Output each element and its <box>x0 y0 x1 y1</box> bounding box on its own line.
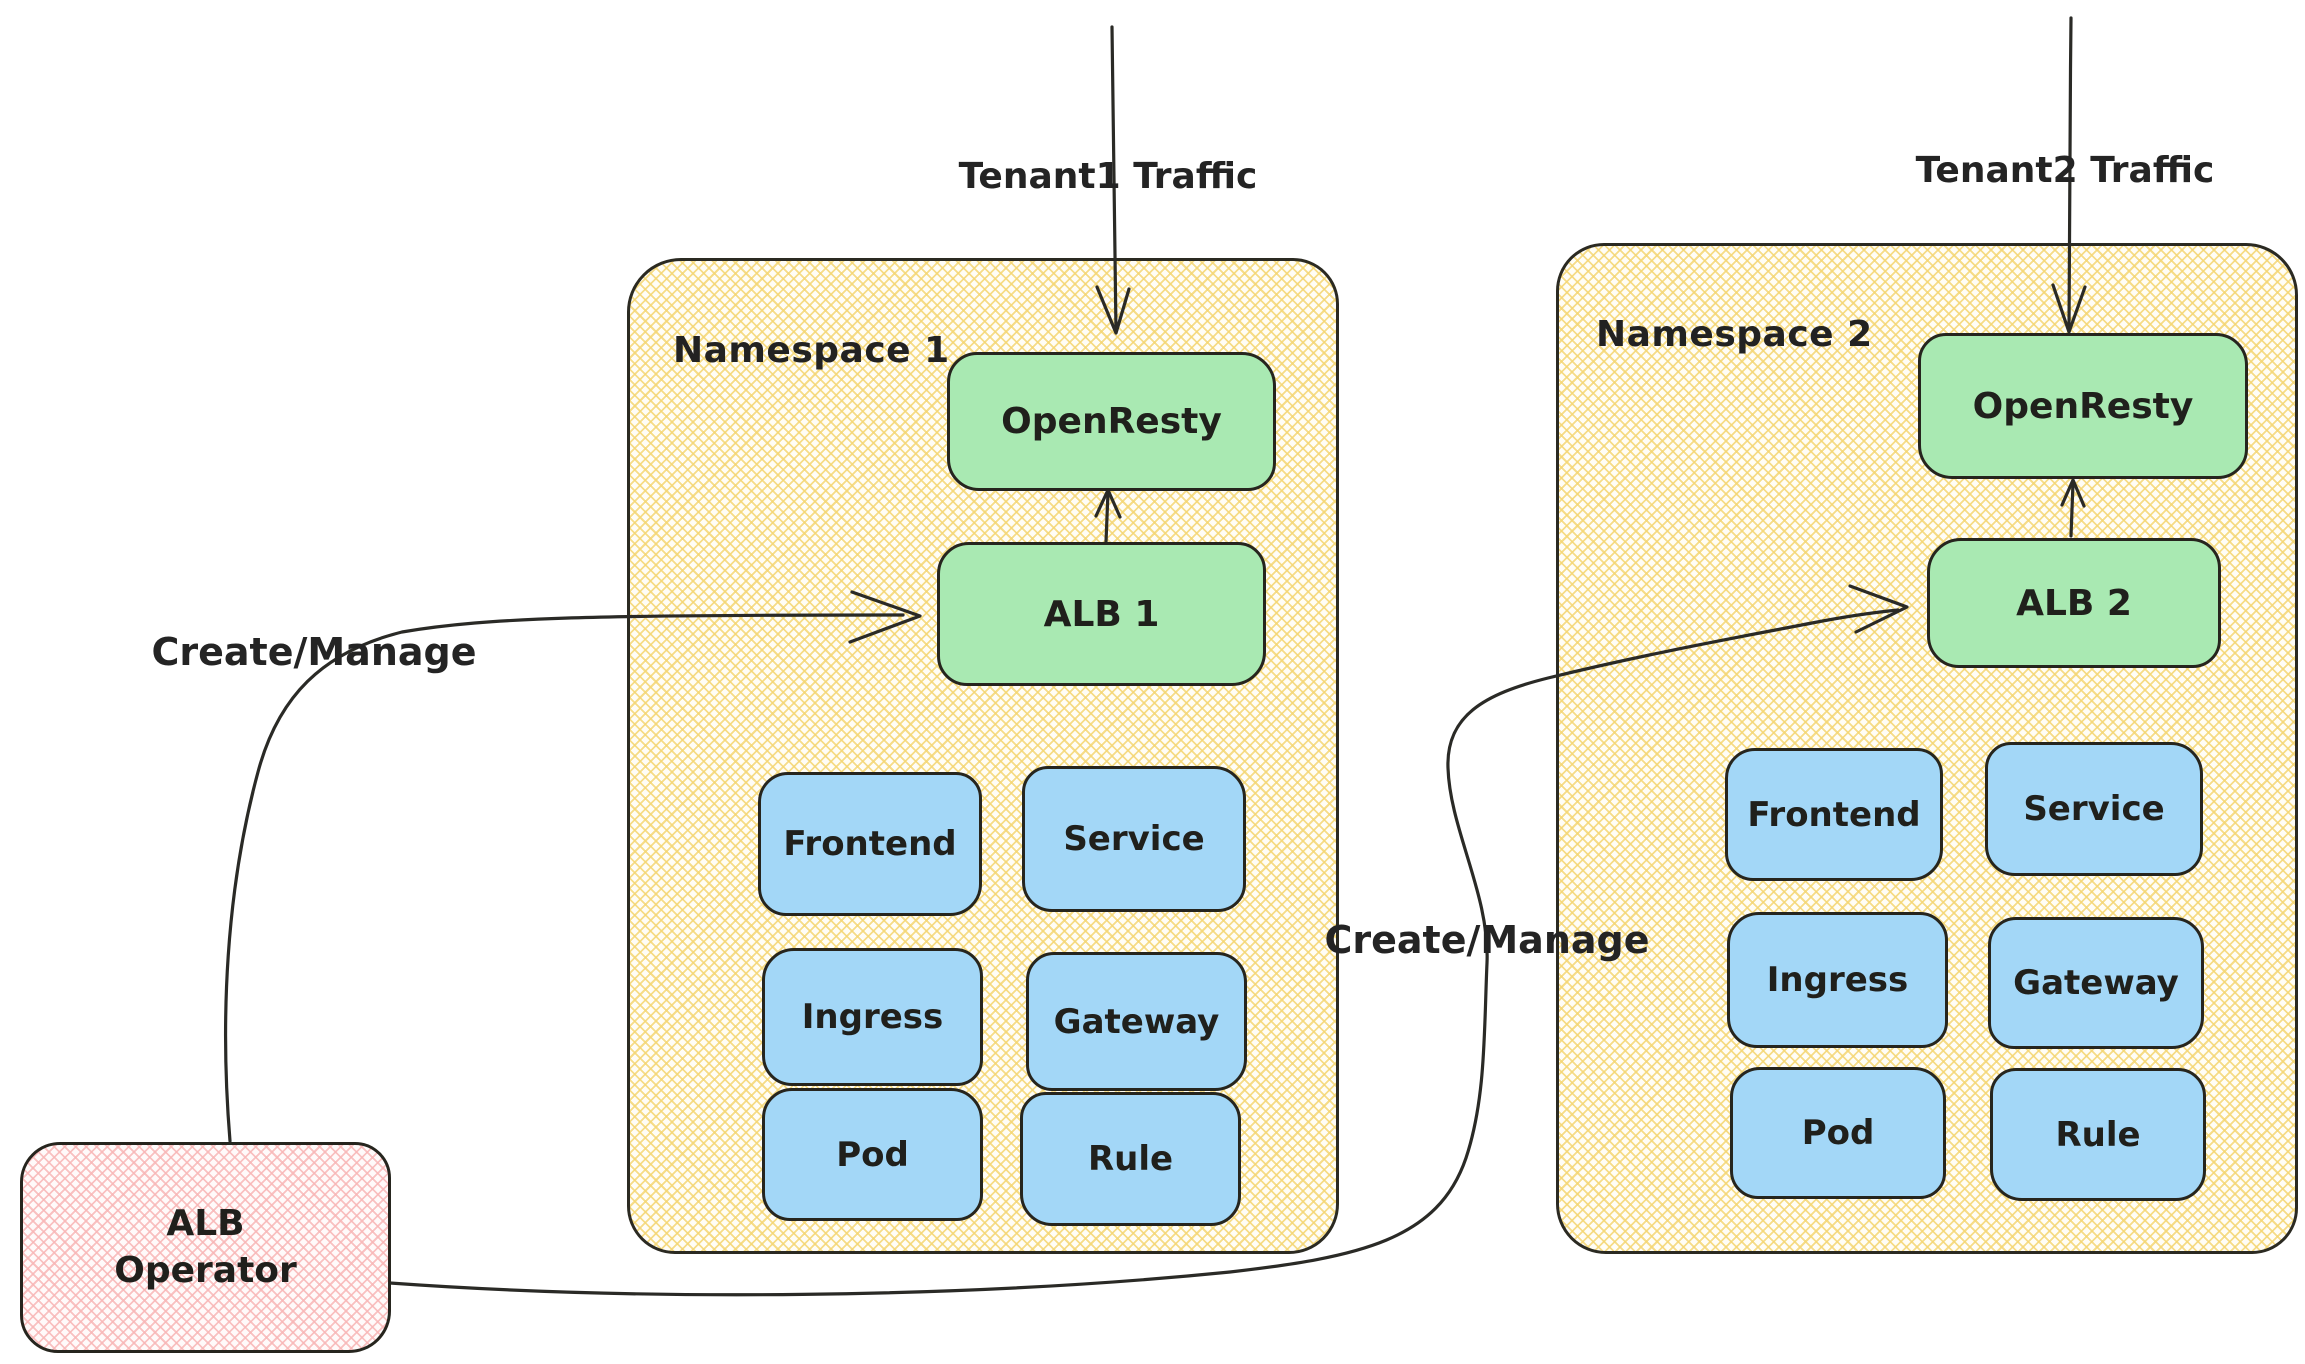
node-ingress-ns1: Ingress <box>762 948 983 1086</box>
node-frontend-ns2: Frontend <box>1725 748 1943 881</box>
edge-label-create-manage-left: Create/Manage <box>151 630 477 674</box>
node-pod-ns1: Pod <box>762 1088 983 1221</box>
namespace-2-label: Namespace 2 <box>1596 314 1873 355</box>
node-gateway-ns1: Gateway <box>1026 952 1247 1091</box>
node-rule-ns1: Rule <box>1020 1092 1241 1226</box>
alb-operator-label-line2: Operator <box>114 1249 297 1291</box>
alb-operator-label-line1: ALB <box>166 1202 245 1244</box>
node-service-ns1: Service <box>1022 766 1246 912</box>
node-frontend-ns1: Frontend <box>758 772 982 916</box>
edge-label-create-manage-right: Create/Manage <box>1324 918 1650 962</box>
node-alb1: ALB 1 <box>937 542 1266 686</box>
node-alb2: ALB 2 <box>1927 538 2221 668</box>
edge-label-tenant2-traffic: Tenant2 Traffic <box>1915 150 2215 191</box>
alb-operator-label: ALB Operator <box>114 1201 297 1295</box>
edge-label-tenant1-traffic: Tenant1 Traffic <box>958 156 1258 197</box>
node-rule-ns2: Rule <box>1990 1068 2206 1201</box>
node-service-ns2: Service <box>1985 742 2203 876</box>
node-pod-ns2: Pod <box>1730 1067 1946 1199</box>
node-openresty-ns2: OpenResty <box>1918 333 2248 479</box>
node-alb-operator: ALB Operator <box>20 1142 391 1353</box>
node-openresty-ns1: OpenResty <box>947 352 1276 491</box>
node-gateway-ns2: Gateway <box>1988 917 2204 1049</box>
namespace-1-label: Namespace 1 <box>673 330 950 371</box>
node-ingress-ns2: Ingress <box>1727 912 1948 1048</box>
